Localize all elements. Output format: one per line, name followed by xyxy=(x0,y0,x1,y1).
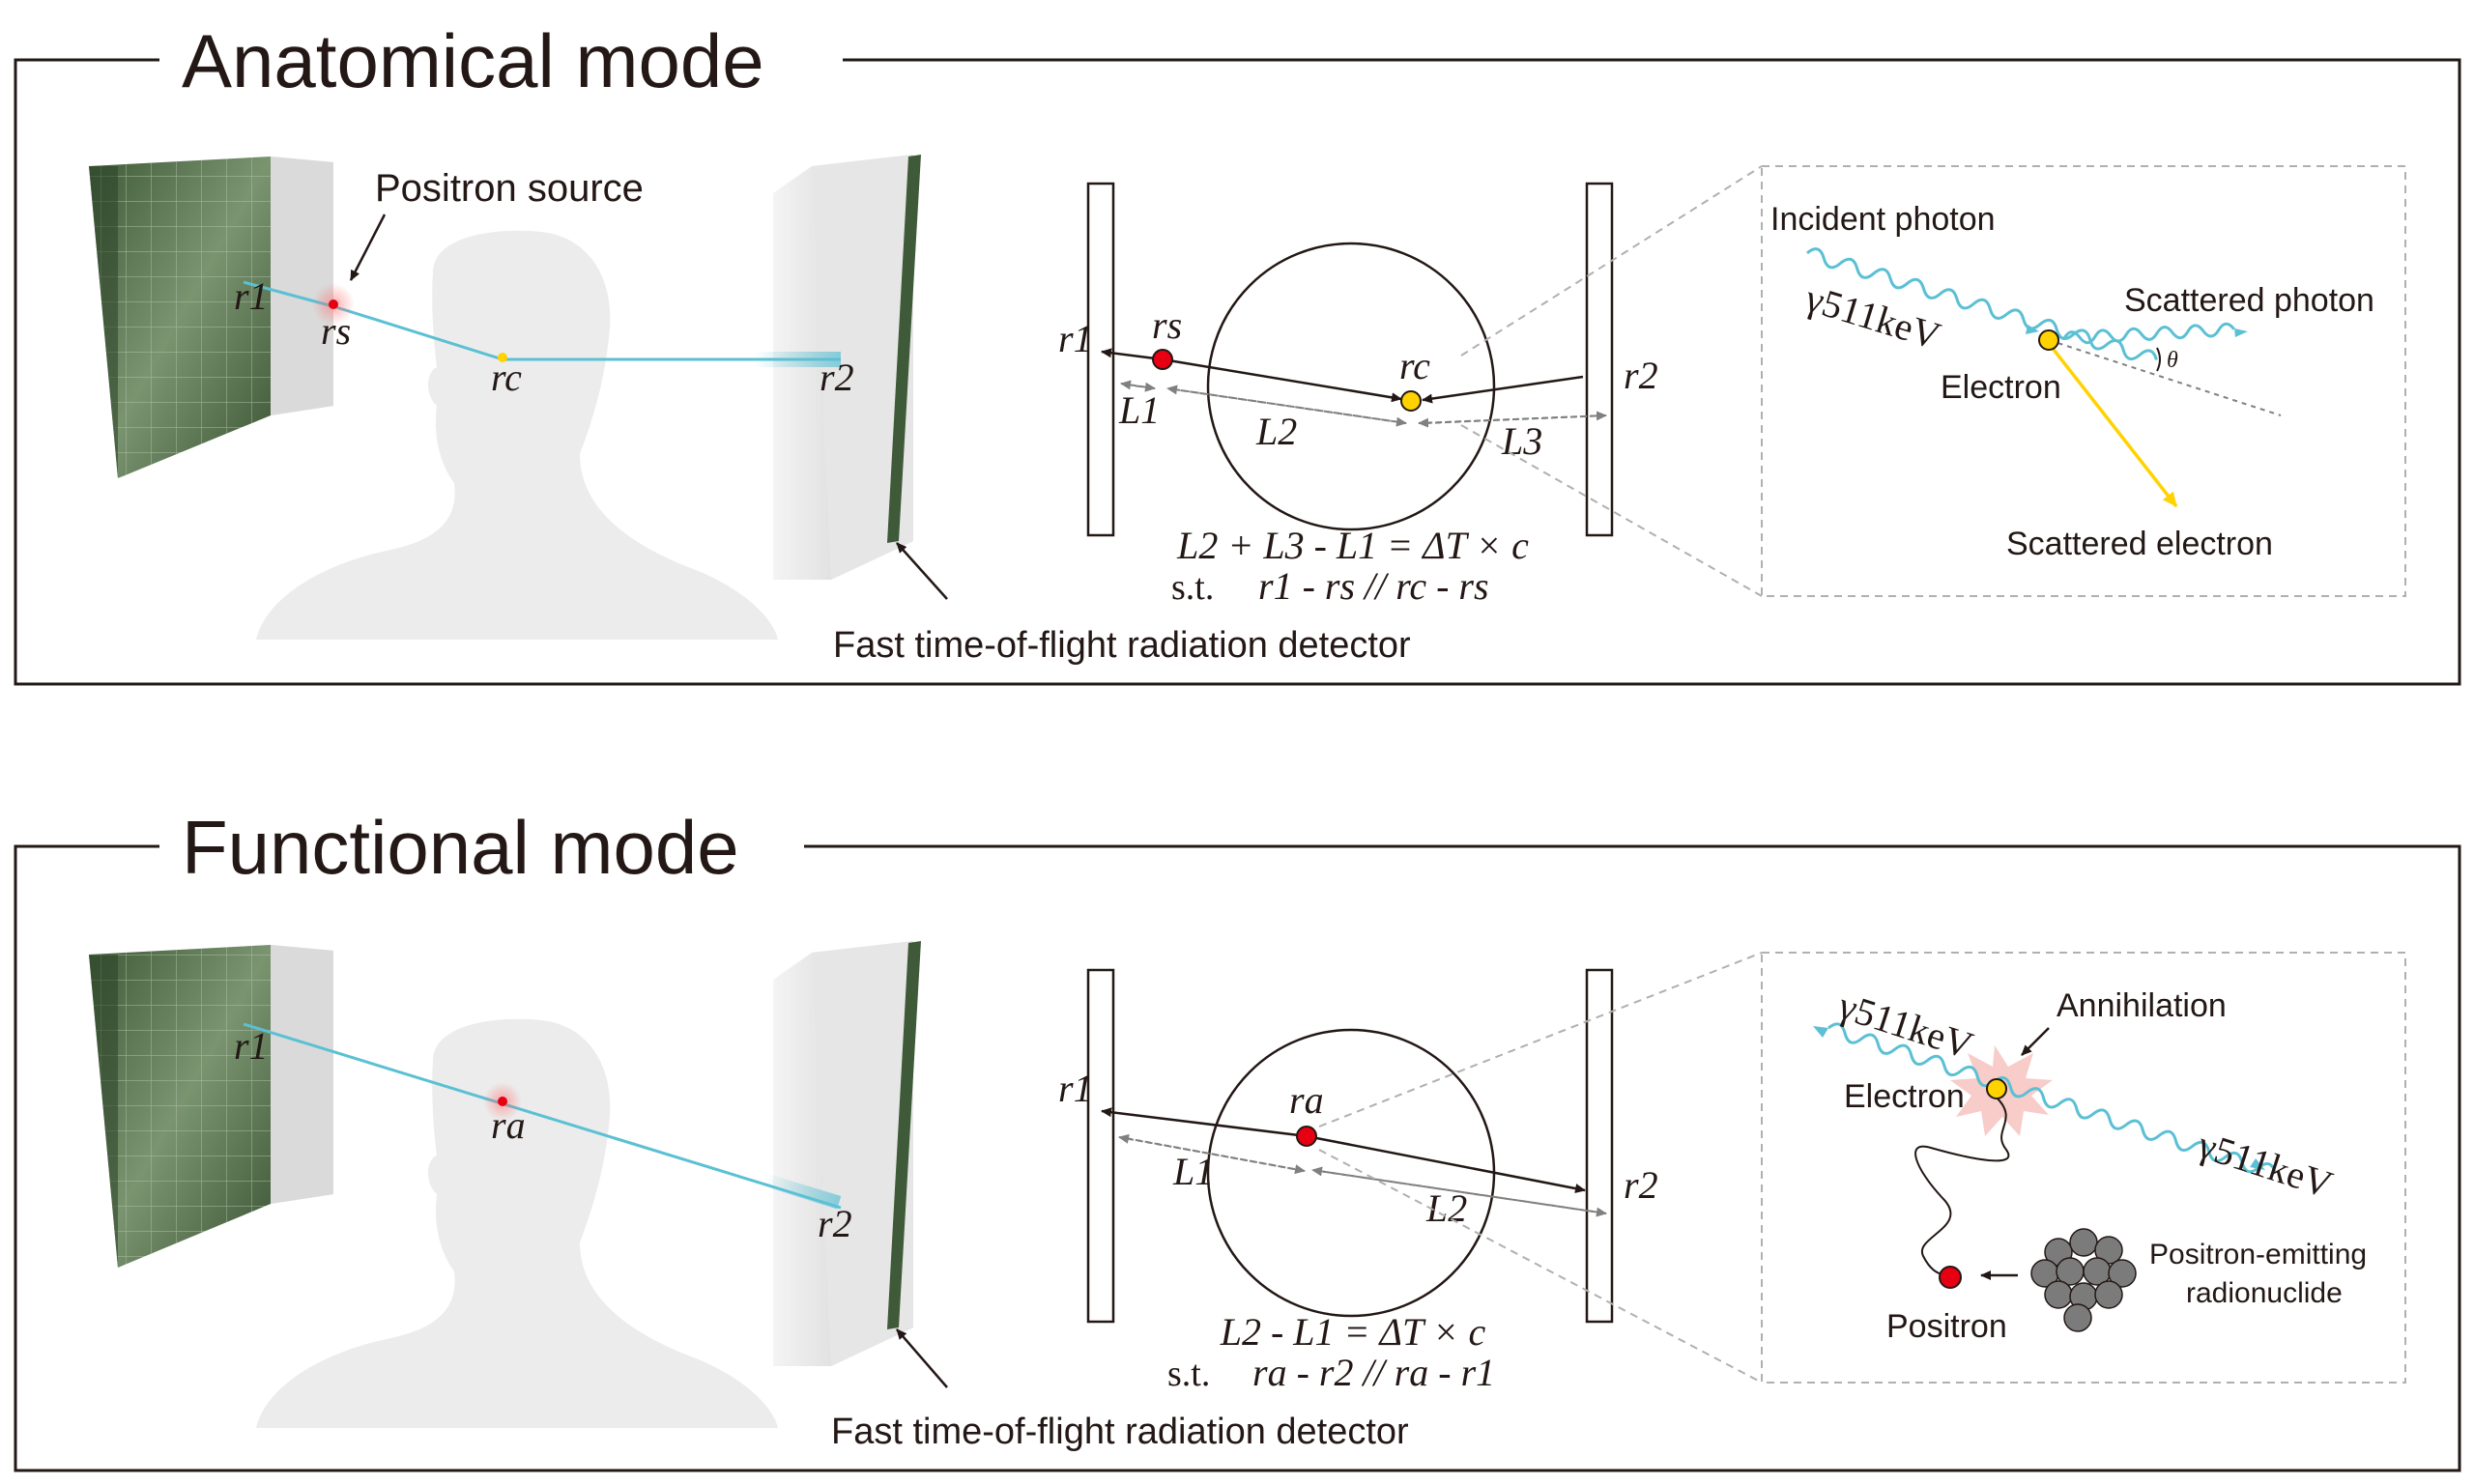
functional-constraint: ra - r2 // ra - r1 xyxy=(1252,1351,1495,1394)
label-rs: rs xyxy=(321,309,351,353)
functional-panel: Functional mode r1 ra r2 Fast time-of-fl… xyxy=(14,805,2461,1472)
functional-label-r2: r2 xyxy=(818,1202,852,1245)
functional-schematic-circle xyxy=(1206,1028,1496,1318)
functional-equation: L2 - L1 = ΔT × c xyxy=(1220,1310,1486,1354)
gamma-arrow-left xyxy=(1813,1026,1828,1038)
inset-scattered-photon: Scattered photon xyxy=(2124,282,2374,319)
gamma-wave xyxy=(1827,1022,2277,1174)
incident-direction-extension xyxy=(2048,339,2282,416)
scattered-photon-wave xyxy=(2062,322,2235,345)
gamma-arrow-right xyxy=(2250,1158,2265,1170)
functional-zoom-guide-top xyxy=(1318,952,1763,1127)
schematic-ray-r2-rc xyxy=(1422,375,1584,404)
scattered-electron-arrow xyxy=(2049,344,2178,508)
functional-schematic-r1: r1 xyxy=(1058,1067,1093,1110)
functional-inset-annihilation: Annihilation xyxy=(2057,987,2227,1024)
functional-inset-nuclide-line1: Positron-emitting xyxy=(2149,1239,2367,1270)
inset-theta: θ xyxy=(2167,348,2178,373)
schematic-detector-right xyxy=(1585,182,1614,537)
source-dot-rs xyxy=(329,300,338,309)
nuclide-cluster xyxy=(2030,1228,2137,1332)
functional-electron-dot xyxy=(1986,1078,2007,1099)
anatomical-frame xyxy=(14,58,2461,686)
beam-rs-rc xyxy=(335,305,503,361)
schematic-dot-rc xyxy=(1400,390,1422,412)
functional-label-ra: ra xyxy=(491,1103,526,1147)
anatomical-title: Anatomical mode xyxy=(182,18,764,103)
functional-title: Functional mode xyxy=(182,805,739,890)
theta-arc xyxy=(2156,347,2161,372)
right-detector-functional xyxy=(773,941,921,1366)
inset-electron: Electron xyxy=(1941,369,2061,406)
label-r1: r1 xyxy=(234,274,269,318)
anatomical-schematic: r1 rs rc r2 L1 L2 L3 L2 + L3 - L1 = ΔT ×… xyxy=(1058,182,1658,608)
functional-detector-caption: Fast time-of-flight radiation detector xyxy=(831,1412,1409,1452)
left-detector xyxy=(89,157,333,478)
functional-zoom-guide-bottom xyxy=(1318,1149,1763,1384)
positron-dot xyxy=(1939,1266,1962,1289)
anatomical-panel: Anatomical mode Positron source r1 xyxy=(14,18,2461,686)
detector-caption: Fast time-of-flight radiation detector xyxy=(833,625,1411,666)
left-detector-functional xyxy=(89,945,333,1268)
functional-schematic-L1: L1 xyxy=(1172,1150,1214,1193)
functional-beam xyxy=(243,1022,842,1210)
head-silhouette xyxy=(256,230,778,640)
schematic-L1: L1 xyxy=(1118,388,1160,432)
scatter-dot-rc xyxy=(498,353,507,362)
inset-frame xyxy=(1761,165,2406,597)
inset-electron-dot xyxy=(2038,329,2059,351)
positron-path xyxy=(1914,1097,2010,1278)
zoom-guide-top xyxy=(1460,165,1763,357)
annihilation-dot-ra xyxy=(498,1097,507,1106)
schematic-L3: L3 xyxy=(1501,419,1542,463)
functional-schematic: r1 ra r2 L1 L2 L2 - L1 = ΔT × c s.t. ra … xyxy=(1058,968,1658,1394)
schematic-L2: L2 xyxy=(1255,410,1297,453)
functional-detector-arrow xyxy=(896,1328,948,1388)
functional-schematic-L2: L2 xyxy=(1425,1186,1467,1230)
beam-glow-r2 xyxy=(754,352,841,367)
schematic-r2: r2 xyxy=(1624,354,1658,397)
schematic-object-circle xyxy=(1206,242,1496,531)
positron-source-label: Positron source xyxy=(375,167,644,210)
zoom-guide-bottom xyxy=(1460,424,1763,597)
functional-schematic-detector-right xyxy=(1585,968,1614,1324)
functional-ray-ra-r2 xyxy=(1306,1134,1586,1193)
functional-label-r1: r1 xyxy=(234,1024,269,1068)
functional-beam-glow xyxy=(762,1173,842,1210)
functional-inset-electron: Electron xyxy=(1844,1078,1965,1115)
inset-scattered-electron: Scattered electron xyxy=(2006,526,2273,562)
functional-schematic-r2: r2 xyxy=(1624,1163,1658,1207)
annihilation-inset: γ511keV Annihilation Electron γ511keV Po… xyxy=(1761,952,2406,1384)
label-rc: rc xyxy=(491,356,522,399)
compton-inset: Incident photon γ511keV Scattered photon… xyxy=(1761,165,2406,597)
schematic-ray-rs-rc xyxy=(1162,357,1402,403)
inset-incident-photon: Incident photon xyxy=(1770,201,1996,238)
schematic-st: s.t. xyxy=(1171,567,1214,608)
schematic-constraint: r1 - rs // rc - rs xyxy=(1258,564,1489,608)
head-silhouette-functional xyxy=(256,1018,778,1428)
functional-schematic-ra: ra xyxy=(1289,1078,1324,1122)
detector-caption-arrow xyxy=(896,542,948,600)
positron-source-arrow xyxy=(349,214,387,281)
label-r2: r2 xyxy=(820,356,854,399)
functional-st: s.t. xyxy=(1167,1354,1210,1394)
schematic-dot-rs xyxy=(1152,349,1173,370)
schematic-equation: L2 + L3 - L1 = ΔT × c xyxy=(1176,524,1529,567)
schematic-rs: rs xyxy=(1152,303,1182,347)
functional-inset-nuclide-line2: radionuclide xyxy=(2186,1277,2343,1309)
functional-frame xyxy=(14,844,2461,1472)
right-detector xyxy=(773,155,921,580)
schematic-rc: rc xyxy=(1399,344,1430,387)
schematic-r1: r1 xyxy=(1058,317,1093,360)
schematic-detector-left xyxy=(1086,182,1115,537)
functional-schematic-dot-ra xyxy=(1296,1126,1317,1147)
functional-inset-positron: Positron xyxy=(1886,1308,2007,1345)
annihilation-arrow xyxy=(2021,1027,2050,1056)
functional-ray-ra-r1 xyxy=(1101,1107,1308,1138)
incident-photon-wave xyxy=(1806,247,2158,361)
functional-schematic-detector-left xyxy=(1086,968,1115,1324)
